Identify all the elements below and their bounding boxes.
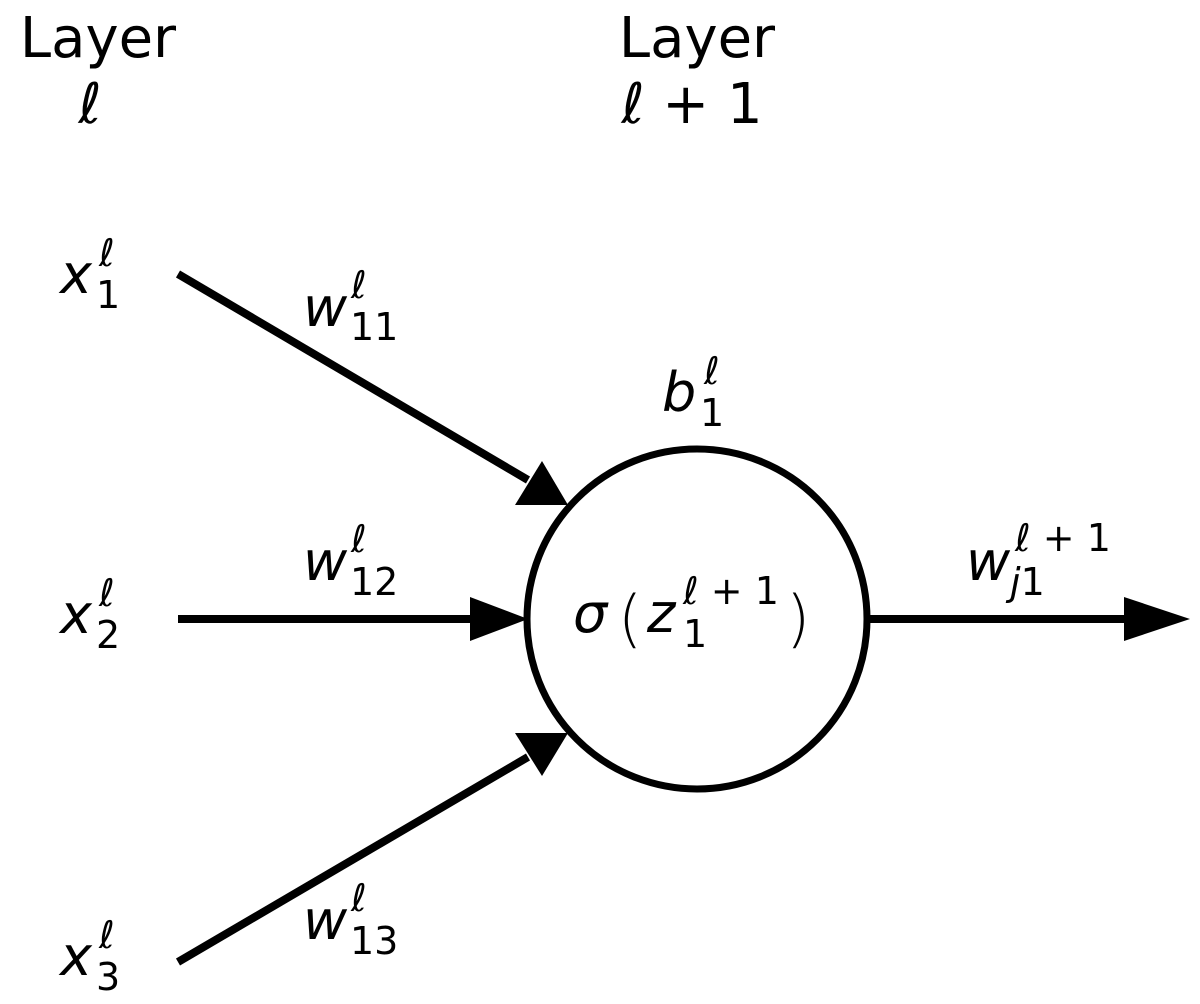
output-weight-symbol: w <box>966 530 1011 593</box>
layer-l-header: Layer ℓ <box>20 6 177 137</box>
edge-output-arrowhead <box>1124 597 1190 641</box>
weight-w11-sup: ℓ <box>350 263 367 307</box>
weight-w12-symbol: w <box>303 530 348 593</box>
input-x3-sub: 3 <box>96 955 120 999</box>
layer-l1-title: Layer <box>619 6 776 71</box>
activation-label: σ ( z ℓ + 1 1 ) <box>573 569 810 656</box>
weight-w11-sub: 11 <box>350 305 398 349</box>
output-weight-sup: ℓ + 1 <box>1014 516 1111 560</box>
input-x3-label: x <box>58 925 93 988</box>
bias-sup: ℓ <box>703 349 720 393</box>
input-x1-sub: 1 <box>96 273 120 317</box>
input-x2-sub: 2 <box>96 613 120 657</box>
edge-x3-line <box>175 753 531 966</box>
edge-x2 <box>178 597 528 641</box>
layer-l1-index: ℓ + 1 <box>620 72 762 137</box>
activation-sigma: σ <box>573 582 609 645</box>
weight-w12-sub: 12 <box>350 560 398 604</box>
bias-sub: 1 <box>700 391 724 435</box>
edge-x3 <box>175 733 568 966</box>
activation-z: z <box>646 582 677 645</box>
input-x1-label: x <box>58 243 93 306</box>
edge-x3-arrowhead <box>515 733 568 776</box>
activation-close-paren: ) <box>786 582 810 655</box>
weight-w13-sub: 13 <box>350 919 398 963</box>
input-x2-label: x <box>58 583 93 646</box>
activation-sub: 1 <box>683 612 707 656</box>
weight-w11-symbol: w <box>303 276 348 339</box>
bias-symbol: b <box>662 361 696 424</box>
weight-w13-symbol: w <box>303 889 348 952</box>
edge-x2-arrowhead <box>470 597 528 641</box>
weight-w13-sup: ℓ <box>350 876 367 920</box>
neuron-node <box>523 445 871 793</box>
edge-x1-arrowhead <box>515 461 568 505</box>
edge-x1 <box>175 270 568 505</box>
layer-l-index: ℓ <box>77 72 101 137</box>
input-x1-sup: ℓ <box>98 231 115 275</box>
input-x3-sup: ℓ <box>98 913 115 957</box>
activation-sup: ℓ + 1 <box>682 569 779 613</box>
layer-l-title: Layer <box>20 6 177 71</box>
edge-x1-line <box>175 270 531 484</box>
output-weight-sub: j1 <box>1005 560 1045 604</box>
weight-w12-sup: ℓ <box>350 517 367 561</box>
layer-l1-header: Layer ℓ + 1 <box>619 6 776 137</box>
activation-open-paren: ( <box>618 582 642 655</box>
output-weight-label: w ℓ + 1 j1 <box>966 516 1111 604</box>
input-x2-sup: ℓ <box>98 571 115 615</box>
edge-output <box>868 597 1190 641</box>
